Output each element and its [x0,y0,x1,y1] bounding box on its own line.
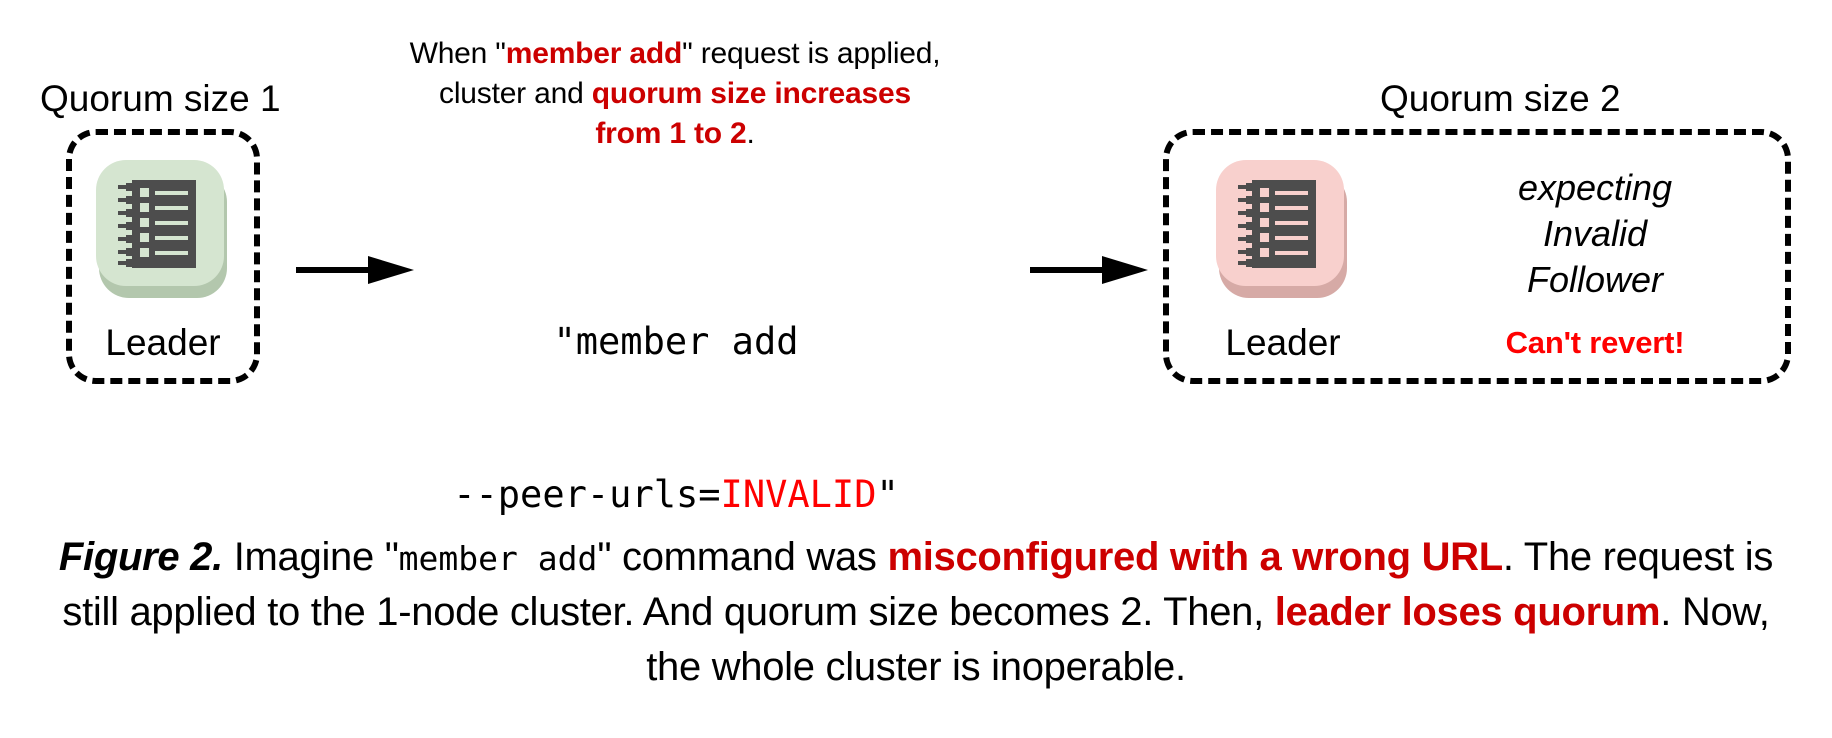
status-line-2: Invalid [1542,213,1648,255]
caption-seg-3: " command was [597,535,888,579]
caption-seg-5: . The request is still applied to the 1-… [62,535,1774,634]
caption-seg-7: . Now, the whole cluster is inoperable. [646,589,1770,689]
figure-caption: Figure 2. Imagine "member add" command w… [40,530,1792,694]
command-line2-post: " [876,473,899,517]
left-leader-node: Leader [96,160,230,361]
server-rack-icon [96,160,224,286]
arrow-right-icon [296,255,414,285]
cant-revert-warning: Can't revert! [1505,325,1685,360]
annotation-line1-emph: member add [505,37,683,70]
command-invalid-token: INVALID [720,473,877,517]
right-leader-icon-wrap [1216,160,1350,300]
annotation-line-2: cluster and quorum size increases [355,74,995,114]
arrow-right-icon [1030,255,1148,285]
command-line-2: --peer-urls=INVALID" [400,469,952,520]
annotation-line-1: When "member add" request is applied, [355,34,995,74]
status-line-3: Follower [1526,259,1664,301]
left-cluster-heading: Quorum size 1 [40,78,281,119]
annotation-line2-pre: cluster and [439,76,592,110]
caption-emph-misconfigured: misconfigured with a wrong URL [887,535,1503,579]
caption-seg-1: Imagine " [222,535,399,579]
caption-emph-leader-loses-quorum: leader loses quorum [1274,589,1661,634]
annotation-line3-emph: from 1 to 2 [595,116,747,150]
status-line-1: expecting [1517,167,1673,208]
command-line-1: "member add [553,320,799,364]
annotation-line-3: from 1 to 2. [355,114,995,154]
right-leader-node: Leader [1216,160,1350,361]
left-cluster-box [66,129,260,384]
caption-command-token: member add [398,539,598,578]
follower-status-text: expecting Invalid Follower [1440,165,1750,303]
annotation-line3-post: . [746,116,755,150]
right-cluster-box [1163,129,1791,384]
annotation-text: When "member add" request is applied, cl… [355,34,995,154]
command-line2-pre: --peer-urls= [453,473,721,517]
caption-figure-label: Figure 2. [58,535,223,579]
server-rack-icon [1216,160,1344,286]
annotation-line1-post: " request is applied, [682,37,941,70]
left-leader-icon-wrap [96,160,230,300]
annotation-line2-emph: quorum size increases [591,76,911,110]
command-text: "member add --peer-urls=INVALID" [400,214,952,571]
annotation-line1-pre: When " [409,37,506,70]
left-leader-label: Leader [105,322,221,363]
right-cluster-heading: Quorum size 2 [1380,78,1621,119]
right-leader-label: Leader [1225,322,1341,363]
